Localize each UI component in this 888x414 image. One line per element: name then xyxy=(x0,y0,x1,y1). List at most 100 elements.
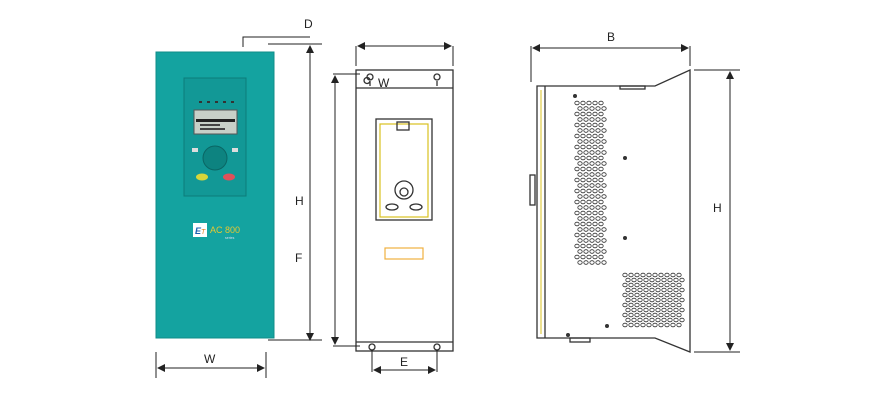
vent-hole xyxy=(592,254,598,260)
vent-hole xyxy=(595,106,601,111)
nameplate xyxy=(384,247,424,260)
vent-hole xyxy=(586,100,592,106)
vent-hole xyxy=(625,317,631,323)
vent-hole xyxy=(583,128,589,133)
vent-hole xyxy=(601,128,607,133)
vent-hole xyxy=(598,122,604,128)
vent-hole xyxy=(592,188,598,194)
vent-hole xyxy=(589,194,595,199)
vent-hole xyxy=(640,312,646,318)
vent-hole xyxy=(601,172,607,177)
vent-hole xyxy=(625,297,631,303)
vent-hole xyxy=(679,287,685,293)
vent-hole xyxy=(640,282,646,288)
vent-hole xyxy=(625,277,631,283)
keypad-outline xyxy=(375,118,433,221)
vent-hole xyxy=(661,317,667,323)
vent-hole xyxy=(586,232,592,238)
svg-text:T: T xyxy=(201,229,206,236)
vent-hole xyxy=(679,297,685,303)
vent-hole xyxy=(601,249,607,254)
vent-hole xyxy=(631,297,637,303)
vent-hole xyxy=(577,205,583,210)
label-e: E xyxy=(400,355,408,369)
vent-hole xyxy=(646,292,652,298)
vent-hole xyxy=(580,144,586,150)
vent-hole xyxy=(586,243,592,249)
vent-hole xyxy=(676,302,682,308)
vent-hole xyxy=(625,307,631,313)
series-label: series xyxy=(225,236,235,240)
vent-hole xyxy=(667,307,673,313)
vent-hole xyxy=(586,133,592,139)
vent-hole xyxy=(601,106,607,111)
vent-hole xyxy=(589,150,595,155)
vent-hole xyxy=(595,227,601,232)
vent-hole xyxy=(583,249,589,254)
vent-hole xyxy=(601,150,607,155)
vent-hole xyxy=(679,307,685,313)
vent-hole xyxy=(574,144,580,150)
vent-hole xyxy=(667,317,673,323)
vent-hole xyxy=(628,302,634,308)
vent-hole xyxy=(595,139,601,144)
vent-hole xyxy=(583,117,589,122)
vent-hole xyxy=(580,177,586,183)
vent-hole xyxy=(625,287,631,293)
vent-hole xyxy=(679,277,685,283)
vent-hole xyxy=(592,243,598,249)
label-b: B xyxy=(607,30,615,44)
vent-hole xyxy=(589,227,595,232)
vent-hole xyxy=(574,133,580,139)
vent-hole xyxy=(628,292,634,298)
vent-hole xyxy=(574,155,580,161)
vent-hole xyxy=(634,322,640,328)
vent-hole xyxy=(574,221,580,227)
vent-hole xyxy=(670,282,676,288)
vent-hole xyxy=(577,172,583,177)
vent-holes xyxy=(574,100,685,328)
vent-hole xyxy=(667,287,673,293)
vent-hole xyxy=(589,139,595,144)
vent-hole xyxy=(655,287,661,293)
vent-hole xyxy=(595,249,601,254)
vent-hole xyxy=(595,161,601,166)
vent-hole xyxy=(595,260,601,265)
vent-hole xyxy=(574,188,580,194)
vent-hole xyxy=(631,307,637,313)
vent-hole xyxy=(661,287,667,293)
vent-hole xyxy=(574,210,580,216)
status-leds xyxy=(199,101,234,103)
label-side-h: H xyxy=(713,201,722,215)
vent-hole xyxy=(589,249,595,254)
vent-hole xyxy=(574,122,580,128)
vent-hole xyxy=(661,277,667,283)
vent-hole xyxy=(628,272,634,278)
vent-hole xyxy=(574,100,580,106)
vent-hole xyxy=(670,322,676,328)
vent-hole xyxy=(643,317,649,323)
vent-hole xyxy=(649,277,655,283)
vent-hole xyxy=(664,282,670,288)
vent-hole xyxy=(583,161,589,166)
vent-hole xyxy=(589,161,595,166)
vent-hole xyxy=(592,111,598,117)
vent-hole xyxy=(658,302,664,308)
vent-hole xyxy=(580,254,586,260)
vent-hole xyxy=(580,232,586,238)
vent-hole xyxy=(586,166,592,172)
vent-hole xyxy=(658,322,664,328)
vent-hole xyxy=(670,292,676,298)
vent-hole xyxy=(595,172,601,177)
vent-hole xyxy=(601,161,607,166)
vent-hole xyxy=(673,307,679,313)
vent-hole xyxy=(652,292,658,298)
vent-hole xyxy=(595,150,601,155)
control-knob xyxy=(202,145,228,171)
vent-hole xyxy=(628,322,634,328)
svg-text:E: E xyxy=(195,226,202,236)
vent-hole xyxy=(673,317,679,323)
vent-hole xyxy=(589,216,595,221)
vent-hole xyxy=(589,106,595,111)
vent-hole xyxy=(640,302,646,308)
